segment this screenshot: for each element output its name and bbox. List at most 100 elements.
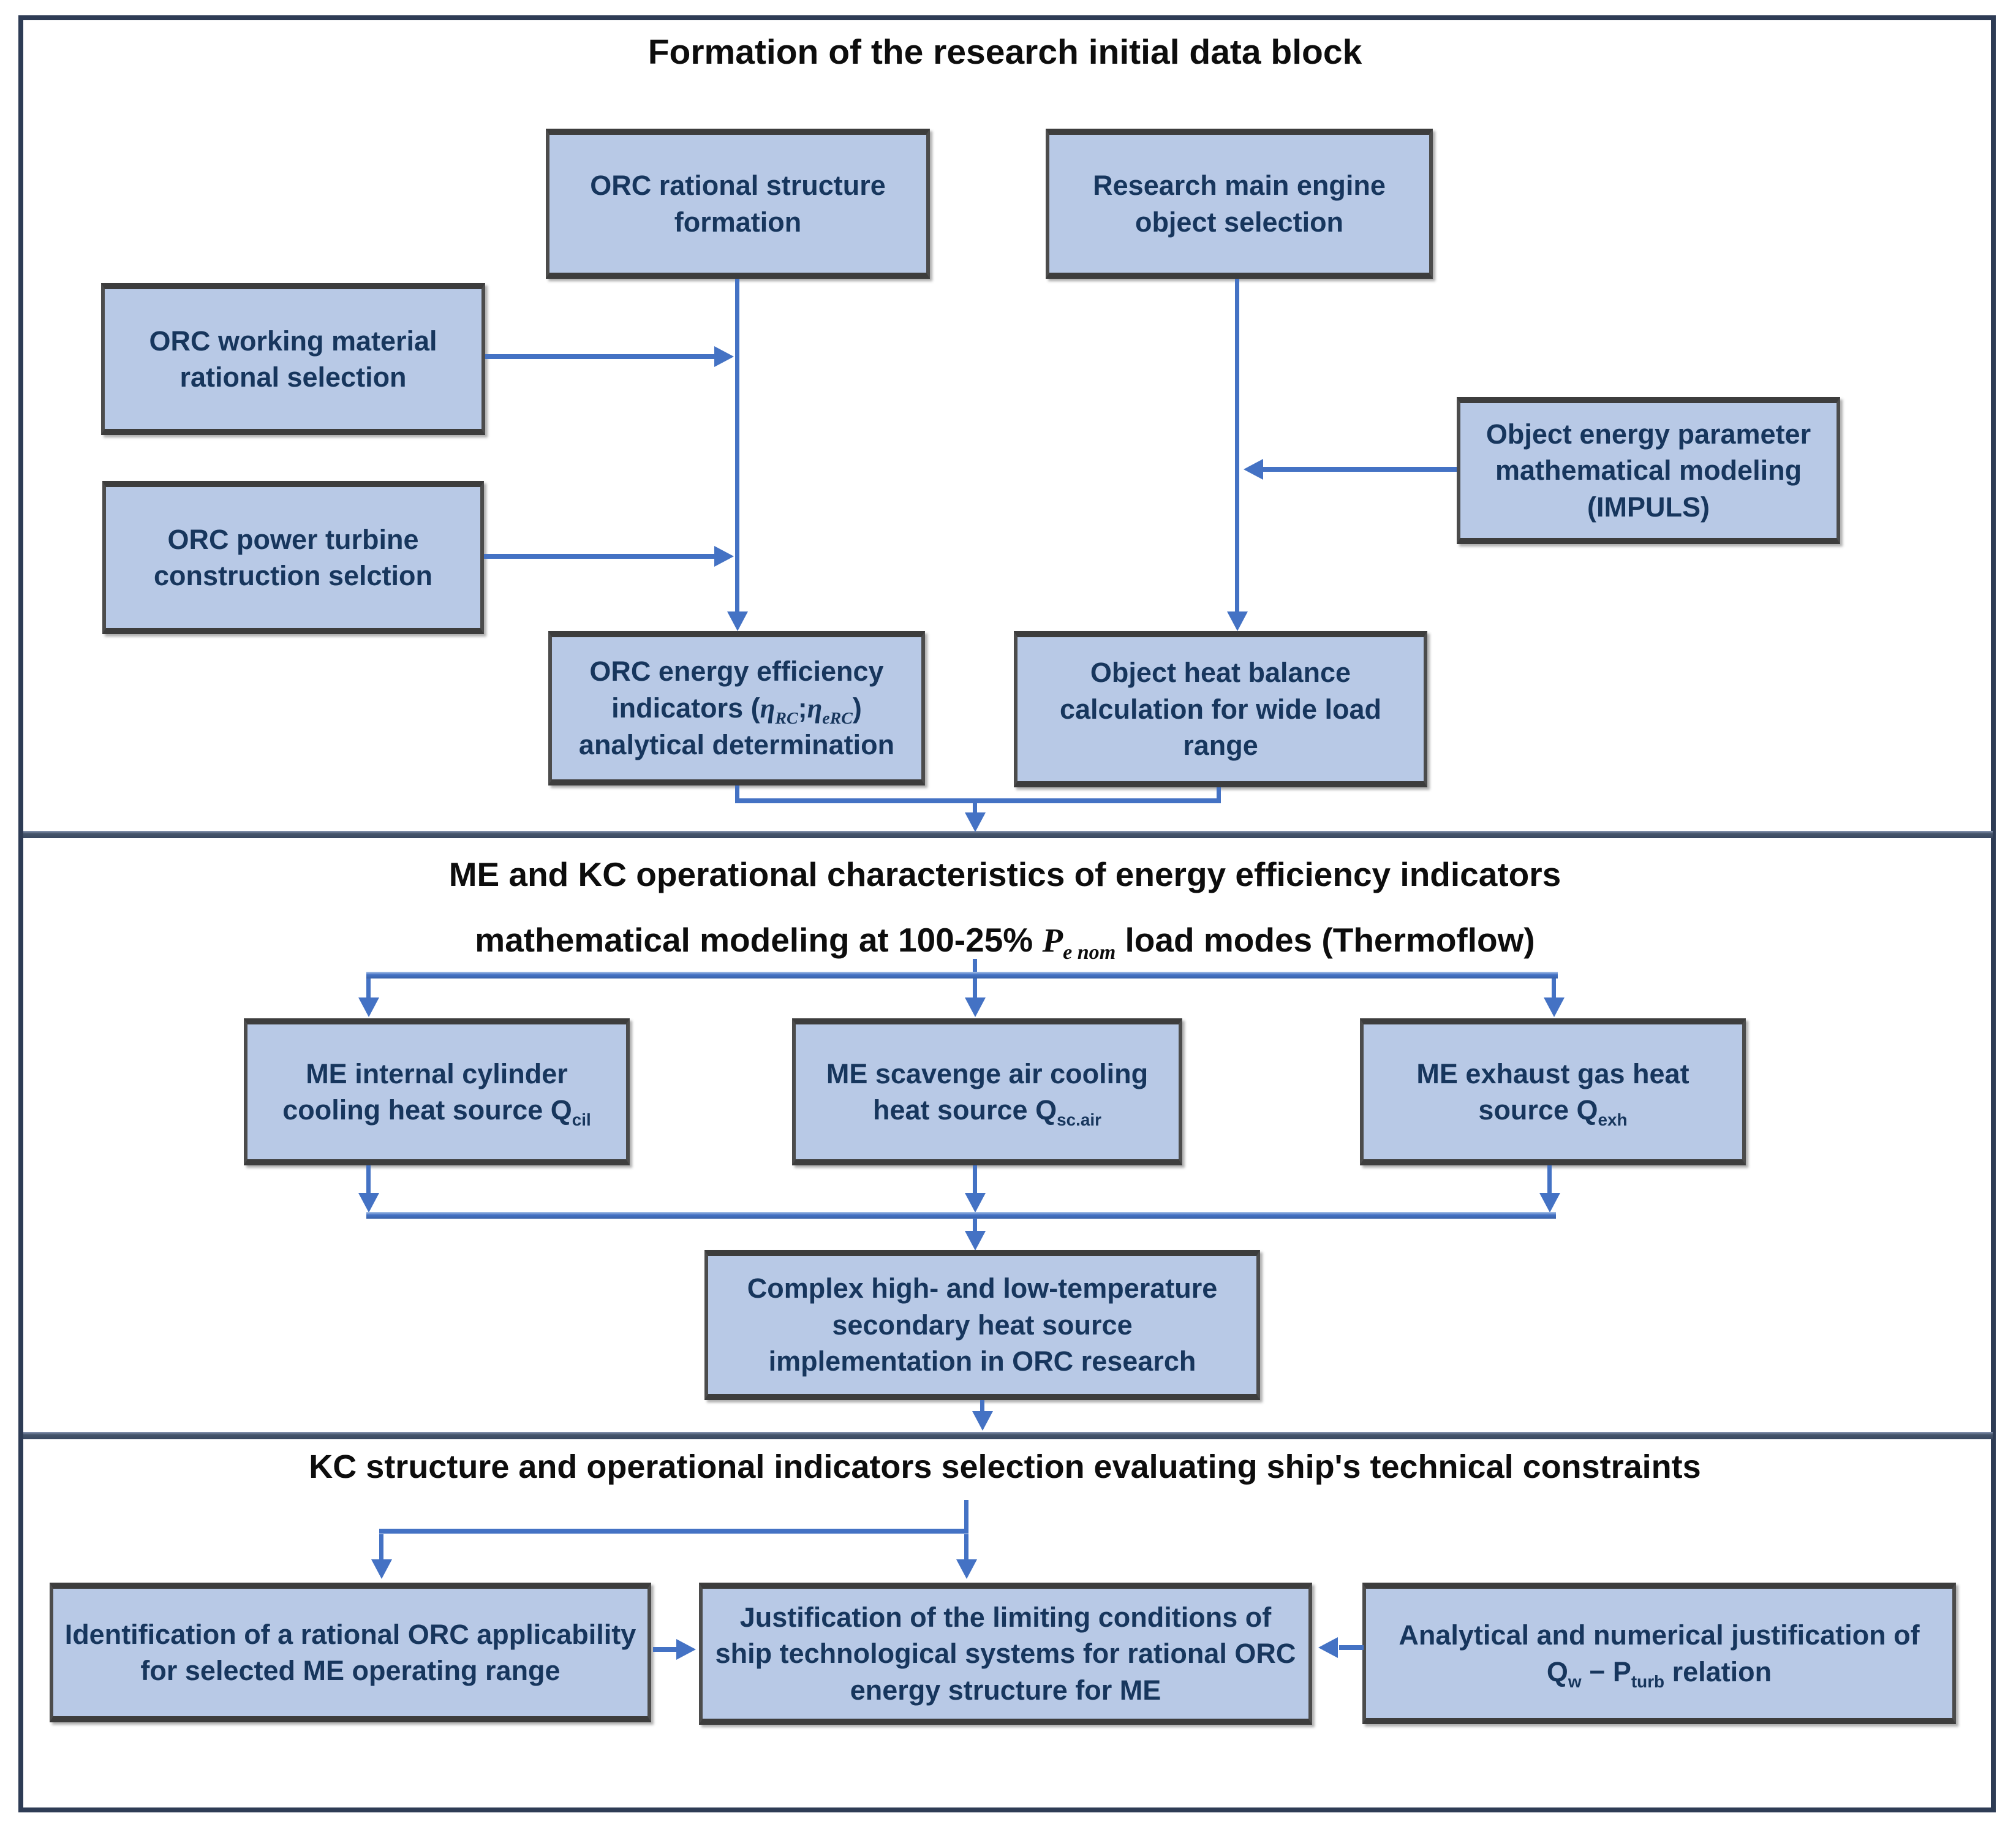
connector-analytical-to-justification [1339, 1645, 1364, 1650]
connector-title-stub [973, 959, 977, 974]
box-line-math: source Qexh [1478, 1094, 1628, 1129]
arrowhead-down-icon [965, 1193, 986, 1213]
box-analytical-numerical-justification: Analytical and numerical justification o… [1362, 1583, 1956, 1724]
connector-title3-stub [964, 1500, 968, 1532]
connector-to-section3 [980, 1400, 984, 1412]
pe-nom-symbol: Pe nom [1042, 922, 1116, 964]
arrowhead-down-icon [727, 611, 748, 631]
arrowhead-down-icon [965, 812, 986, 832]
arrowhead-down-icon [965, 1231, 986, 1251]
section3-title: KC structure and operational indicators … [309, 1448, 1701, 1485]
box-orc-working-material: ORC working material rational selection [101, 283, 485, 435]
q-scair-symbol: Qsc.air [1035, 1094, 1101, 1129]
box-line: ME scavenge air cooling [826, 1058, 1149, 1089]
eta-erc-symbol: ηeRC [807, 692, 853, 728]
box-line: for selected ME operating range [140, 1655, 561, 1686]
box-line: Object heat balance [1090, 657, 1351, 689]
box-line: ORC working material [149, 325, 437, 357]
arrowhead-down-icon [371, 1559, 392, 1579]
arrowhead-right-icon [714, 346, 734, 367]
box-line: Identification of a rational ORC applica… [64, 1618, 636, 1650]
arrowhead-down-icon [965, 997, 986, 1017]
box-line: (IMPULS) [1587, 491, 1710, 523]
box-complex-secondary-heat: Complex high- and low-temperature second… [704, 1250, 1260, 1400]
box-line: Complex high- and low-temperature [747, 1273, 1218, 1304]
distributor3-stem-center [964, 1534, 968, 1561]
collector-stem-center [973, 1165, 977, 1195]
eta-rc-symbol: ηRC [760, 692, 798, 728]
distributor3-line [379, 1529, 968, 1534]
box-line: object selection [1134, 206, 1344, 238]
arrowhead-left-icon [1318, 1637, 1338, 1658]
diagram-outer-border [18, 15, 1996, 1812]
box-line: construction selction [153, 560, 433, 591]
box-line: secondary heat source [832, 1309, 1133, 1341]
box-line: ORC energy efficiency [589, 656, 884, 687]
collector-stem-right [1547, 1165, 1552, 1195]
arrowhead-down-icon [1227, 611, 1248, 631]
box-me-internal-cylinder: ME internal cylinder cooling heat source… [244, 1018, 630, 1165]
box-orc-rational-structure: ORC rational structure formation [546, 129, 930, 279]
box-line: analytical determination [578, 729, 895, 761]
box-line: Object energy parameter [1486, 418, 1811, 450]
connector-power-turbine [484, 554, 718, 559]
box-line: Analytical and numerical justification o… [1399, 1619, 1920, 1651]
arrowhead-down-icon [1544, 997, 1565, 1017]
distributor-stem-center [973, 978, 977, 999]
section2-title-line1: ME and KC operational characteristics of… [448, 855, 1561, 893]
p-turb-symbol: Pturb [1612, 1656, 1665, 1691]
connector-efficiency-stub [735, 785, 739, 803]
connector-join-line [735, 798, 1221, 803]
q-exh-symbol: Qexh [1576, 1094, 1628, 1129]
arrowhead-left-icon [1244, 459, 1263, 480]
arrowhead-down-icon [956, 1559, 977, 1579]
collector-line [366, 1212, 1556, 1219]
section1-title: Formation of the research initial data b… [647, 32, 1362, 72]
connector-engine-to-heat-balance [1235, 279, 1239, 615]
box-line: ME internal cylinder [306, 1058, 568, 1089]
box-me-exhaust-gas: ME exhaust gas heat source Qexh [1360, 1018, 1746, 1165]
box-me-scavenge-air: ME scavenge air cooling heat source Qsc.… [792, 1018, 1182, 1165]
connector-to-complex [973, 1218, 977, 1233]
arrowhead-down-icon [358, 1193, 379, 1213]
box-line: mathematical modeling [1495, 455, 1802, 486]
q-w-symbol: Qw [1546, 1656, 1582, 1691]
box-research-main-engine: Research main engine object selection [1046, 129, 1433, 279]
arrowhead-down-icon [972, 1411, 993, 1431]
box-line: ME exhaust gas heat [1416, 1058, 1689, 1089]
section-divider-2 [23, 1432, 1993, 1439]
box-line-math: Qw − Pturb relation [1546, 1656, 1772, 1691]
q-cil-symbol: Qcil [550, 1094, 591, 1129]
connector-working-material [485, 354, 718, 359]
connector-structure-to-efficiency [735, 279, 739, 615]
box-justification-limiting-conditions: Justification of the limiting conditions… [699, 1583, 1312, 1725]
box-object-heat-balance: Object heat balance calculation for wide… [1014, 631, 1427, 787]
box-line: energy structure for ME [850, 1674, 1161, 1706]
distributor-line [366, 972, 1558, 978]
box-line: formation [674, 206, 802, 238]
section2-title-line2: mathematical modeling at 100-25% Pe nom … [475, 921, 1535, 964]
connector-heat-balance-stub [1217, 787, 1221, 803]
arrowhead-right-icon [676, 1639, 696, 1660]
collector-stem-left [366, 1165, 371, 1195]
box-line: ORC rational structure [590, 170, 886, 202]
box-line: calculation for wide load range [1059, 693, 1382, 762]
box-orc-energy-efficiency: ORC energy efficiency indicators (ηRC;ηe… [548, 631, 925, 785]
box-line-math: indicators (ηRC;ηeRC) [611, 692, 862, 728]
box-line: Research main engine [1093, 170, 1386, 202]
box-line: ship technological systems for rational … [715, 1638, 1296, 1670]
connector-impuls [1263, 467, 1457, 472]
box-line: implementation in ORC research [768, 1346, 1196, 1377]
box-line: Justification of the limiting conditions… [739, 1601, 1272, 1633]
arrowhead-down-icon [1539, 1193, 1560, 1213]
box-line: rational selection [179, 361, 407, 393]
arrowhead-right-icon [714, 546, 734, 567]
arrowhead-down-icon [358, 997, 379, 1017]
connector-identification-to-justification [653, 1647, 680, 1652]
connector-to-section2 [973, 803, 977, 814]
box-line-math: heat source Qsc.air [872, 1094, 1101, 1129]
distributor3-stem-left [379, 1534, 383, 1561]
box-line-math: cooling heat source Qcil [282, 1094, 591, 1129]
section-divider-1 [23, 831, 1993, 838]
